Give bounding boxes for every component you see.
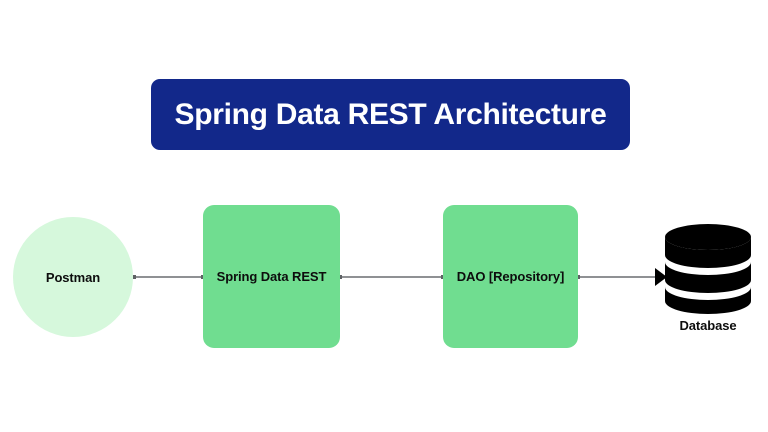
line-cap-left-icon	[339, 275, 342, 279]
page-title: Spring Data REST Architecture	[174, 97, 607, 131]
arrow-head-icon	[655, 268, 667, 286]
node-postman[interactable]: Postman	[13, 217, 133, 337]
line-cap-left-icon	[133, 275, 136, 279]
connector-postman-to-spring-data-rest	[133, 275, 204, 279]
connector-spring-data-rest-to-dao	[339, 275, 444, 279]
node-spring-data-rest-label: Spring Data REST	[216, 269, 327, 284]
line-cap-right-icon	[441, 275, 444, 279]
connector-dao-to-database	[577, 275, 665, 279]
line-cap-right-icon	[201, 275, 204, 279]
node-spring-data-rest[interactable]: Spring Data REST	[203, 205, 340, 348]
line-cap-left-icon	[577, 275, 580, 279]
node-dao-repository-label: DAO [Repository]	[456, 269, 565, 284]
title-banner: Spring Data REST Architecture	[151, 79, 630, 150]
node-dao-repository[interactable]: DAO [Repository]	[443, 205, 578, 348]
node-database[interactable]: Database	[660, 224, 756, 333]
node-postman-label: Postman	[45, 269, 101, 285]
node-database-label: Database	[679, 318, 737, 333]
database-cylinder-icon	[665, 224, 751, 314]
